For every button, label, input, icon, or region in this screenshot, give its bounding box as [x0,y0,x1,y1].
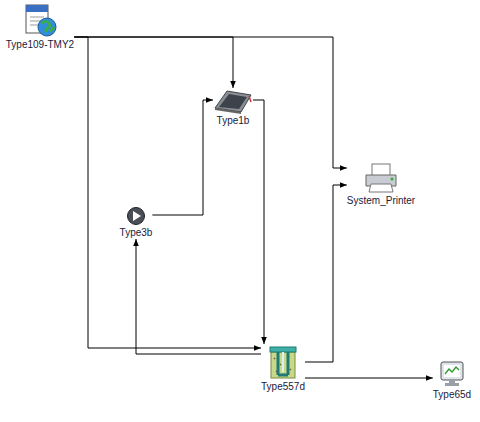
component-label: Type1b [217,115,250,127]
component-label: System_Printer [347,195,415,207]
component-label: Type65d [433,389,471,401]
component-node: Type3b [120,206,153,239]
component-label: Type3b [120,227,153,239]
component-node: Type557d [261,344,305,393]
component-label: Type557d [261,381,305,393]
ground-heat-exchanger-icon [268,344,298,380]
connection-line [74,37,233,88]
component-node: Type1b [213,88,253,127]
connection-line [305,185,347,362]
component-node: Type65d [433,360,471,401]
connection-line [74,37,261,348]
plotter-monitor-icon [439,360,465,388]
weather-file-icon [22,4,58,38]
component-node: Type109-TMY2 [6,4,74,51]
connection-line [305,378,433,379]
component-node: System_Printer [347,162,415,207]
pump-icon [126,206,146,226]
connection-line [74,37,347,168]
connection-line [152,100,213,215]
printer-icon [363,162,399,194]
component-label: Type109-TMY2 [6,39,74,51]
connection-line [253,100,264,344]
solar-collector-icon [213,88,253,114]
connection-line [136,239,261,354]
